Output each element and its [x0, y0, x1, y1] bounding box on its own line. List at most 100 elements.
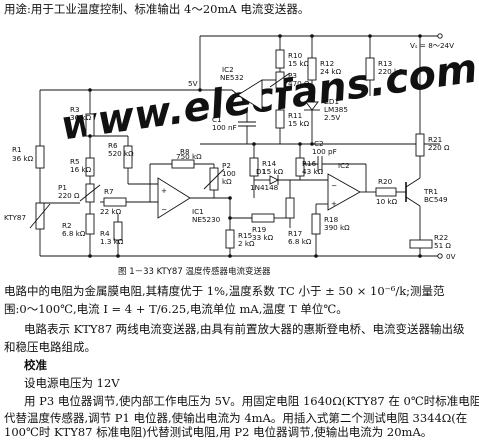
svg-text:6.8 kΩ: 6.8 kΩ — [62, 229, 86, 238]
svg-text:KTY87: KTY87 — [4, 213, 26, 222]
svg-text:IC1: IC1 — [192, 207, 204, 216]
svg-text:R6: R6 — [108, 141, 118, 150]
svg-text:P1: P1 — [58, 183, 67, 192]
svg-text:33 kΩ: 33 kΩ — [252, 233, 274, 242]
svg-text:520 kΩ: 520 kΩ — [108, 149, 134, 158]
figure-caption: 图 1－33 KTY87 温度传感器电流变送器 — [118, 266, 271, 277]
opamp-ic2b: − + IC2 — [327, 161, 376, 211]
svg-text:43 kΩ: 43 kΩ — [302, 167, 324, 176]
resistor-r10: R10 15 kΩ — [275, 36, 310, 69]
resistor-r2: 6.8 kΩ R2 — [62, 213, 95, 256]
resistor-r12: R12 24 kΩ — [307, 36, 342, 92]
svg-text:R22: R22 — [434, 233, 448, 242]
svg-text:D1: D1 — [256, 167, 266, 176]
svg-text:R10: R10 — [288, 51, 303, 60]
potentiometer-p1: P1 220 Ω — [58, 176, 101, 214]
resistor-r1: R1 36 kΩ — [12, 90, 45, 203]
resistor-r7: R7 22 kΩ — [40, 187, 158, 216]
svg-text:kΩ: kΩ — [222, 177, 232, 186]
svg-text:470 Ω: 470 Ω — [288, 79, 310, 88]
cal-line3: 代替温度传感器,调节 P1 电位器,使输出电流为 4mA。用插入式第二个测试电阻… — [4, 411, 468, 425]
potentiometer-p2: P2 100 kΩ — [203, 161, 236, 198]
svg-text:R20: R20 — [378, 177, 393, 186]
resistor-r17: R17 6.8 kΩ — [285, 180, 312, 246]
svg-text:15 kΩ: 15 kΩ — [288, 59, 310, 68]
usage-line: 用途:用于工业温度控制、标准输出 4～20mA 电流变送器。 — [4, 2, 310, 16]
para2-line1: 电路表示 KTY87 两线电流变送器,由具有前置放大器的惠斯登电桥、电流变送器输… — [24, 322, 465, 336]
svg-text:+: + — [161, 186, 167, 195]
svg-text:R3: R3 — [70, 105, 80, 114]
vref-label: 5V — [188, 79, 198, 88]
svg-text:220 kΩ: 220 kΩ — [378, 67, 404, 76]
svg-text:51 Ω: 51 Ω — [434, 241, 451, 250]
ntc-sensor-kty87: KTY87 — [4, 202, 51, 256]
resistor-r4: R4 1.3 kΩ — [100, 214, 124, 256]
svg-text:2.5V: 2.5V — [324, 113, 340, 122]
ground-label: 0V — [446, 252, 456, 261]
svg-text:36 kΩ: 36 kΩ — [12, 154, 34, 163]
svg-text:IC2: IC2 — [222, 65, 234, 74]
svg-text:R18: R18 — [324, 215, 339, 224]
svg-text:100 pF: 100 pF — [312, 147, 337, 156]
svg-text:R4: R4 — [100, 229, 110, 238]
svg-text:6.8 kΩ: 6.8 kΩ — [288, 237, 312, 246]
resistor-r8: R8 750 kΩ — [149, 147, 214, 202]
para1-line2: 围:0～100℃,电流 I = 4 + T/6.25,电流单位 mA,温度 T … — [4, 302, 348, 316]
zener-zd1: ZD1 LM385 2.5V — [304, 92, 348, 144]
svg-text:R15: R15 — [238, 231, 252, 240]
capacitor-c1: C1 100 nF — [200, 110, 440, 145]
svg-text:P3: P3 — [288, 71, 297, 80]
junction-dots — [88, 34, 422, 258]
svg-text:NE532: NE532 — [220, 73, 244, 82]
resistor-r16: R16 43 kΩ — [295, 144, 324, 180]
svg-text:NE5230: NE5230 — [192, 215, 221, 224]
svg-text:R12: R12 — [320, 59, 334, 68]
cal-line4: 100℃时 KTY87 标准电阻)代替测试电阻,用 P2 电位器调节,使输出电流… — [4, 425, 433, 439]
cal-line1: 设电源电压为 12V — [24, 376, 120, 390]
svg-text:LM385: LM385 — [324, 105, 348, 114]
diode-d1: D1 1N4148 — [250, 167, 328, 192]
svg-text:10 kΩ: 10 kΩ — [376, 197, 398, 206]
svg-text:22 kΩ: 22 kΩ — [100, 207, 122, 216]
opamp-ic2a: IC2 NE532 — [220, 65, 263, 111]
svg-text:220 Ω: 220 Ω — [428, 143, 450, 152]
svg-text:R2: R2 — [62, 221, 72, 230]
para1-line1: 电路中的电阻为金属膜电阻,其精度优于 1%,温度系数 TC 小于 ± 50 × … — [4, 284, 445, 298]
resistor-r11: R11 15 kΩ — [275, 109, 310, 144]
potentiometer-p3: P3 470 Ω — [262, 68, 310, 110]
svg-text:R19: R19 — [252, 225, 267, 234]
svg-text:C2: C2 — [314, 139, 324, 148]
svg-text:100: 100 — [222, 169, 236, 178]
svg-text:R5: R5 — [70, 157, 80, 166]
svg-text:R11: R11 — [288, 111, 302, 120]
svg-text:R16: R16 — [302, 159, 317, 168]
svg-text:750 kΩ: 750 kΩ — [176, 152, 202, 161]
supply-label: Vₛ = 8～24V — [410, 41, 454, 50]
section-title: 校准 — [24, 358, 47, 372]
resistor-r13: R13 220 kΩ — [365, 36, 404, 96]
resistor-r21: R21 220 Ω — [415, 36, 450, 178]
resistor-r20: R20 10 kΩ — [375, 177, 406, 206]
resistor-r22: R22 51 Ω — [409, 206, 451, 256]
vref-rail: 5V — [40, 79, 232, 91]
svg-text:P2: P2 — [222, 161, 231, 170]
svg-text:R14: R14 — [262, 159, 277, 168]
para2-line2: 和稳压电路组成。 — [4, 340, 96, 354]
resistor-r18: R18 390 kΩ — [311, 203, 350, 256]
svg-text:100 nF: 100 nF — [212, 123, 237, 132]
svg-text:R8: R8 — [180, 147, 190, 156]
circuit-diagram: www.elecfans.com Vₛ = 8～24V 5V 0V R1 36 … — [4, 33, 479, 277]
svg-text:15 kΩ: 15 kΩ — [262, 167, 284, 176]
ground-rail: 0V — [40, 252, 456, 261]
cal-line2: 用 P3 电位器调节,使内部工作电压为 5V。用固定电阻 1640Ω(KTY87… — [24, 394, 479, 408]
resistor-r15: R15 2 kΩ — [225, 218, 255, 256]
svg-text:R7: R7 — [104, 187, 114, 196]
svg-text:36 kΩ: 36 kΩ — [70, 113, 92, 122]
svg-text:24 kΩ: 24 kΩ — [320, 67, 342, 76]
svg-text:−: − — [161, 205, 167, 214]
svg-text:16 kΩ: 16 kΩ — [70, 165, 92, 174]
svg-text:C1: C1 — [212, 115, 222, 124]
svg-text:−: − — [331, 181, 337, 190]
svg-text:15 kΩ: 15 kΩ — [288, 119, 310, 128]
svg-text:IC2: IC2 — [338, 161, 350, 170]
